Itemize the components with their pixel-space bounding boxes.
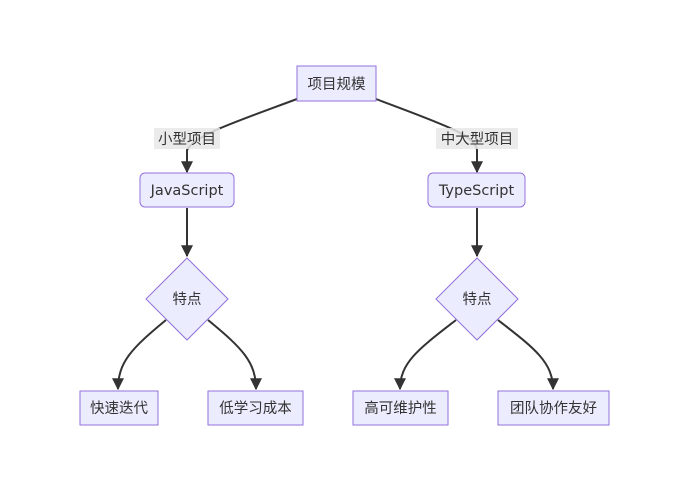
node-project-scale[interactable]: 项目规模	[296, 65, 377, 102]
edge-decision-2-to-trait-4	[497, 319, 559, 391]
node-rapid-iteration-label: 快速迭代	[90, 400, 148, 417]
node-team-collaboration-friendly-label: 团队协作友好	[510, 400, 597, 417]
node-javascript[interactable]: JavaScript	[139, 172, 235, 208]
node-rapid-iteration[interactable]: 快速迭代	[79, 390, 159, 426]
node-low-learning-cost-label: 低学习成本	[219, 400, 292, 417]
node-low-learning-cost[interactable]: 低学习成本	[207, 390, 304, 426]
edge-label-small-projects-text: 小型项目	[158, 131, 216, 148]
decision-javascript-features-label: 特点	[173, 291, 202, 308]
node-typescript[interactable]: TypeScript	[427, 172, 526, 208]
edge-decision-1-to-trait-1	[112, 319, 167, 391]
decision-javascript-features[interactable]: 特点	[145, 257, 229, 341]
edge-label-large-projects: 中大型项目	[436, 128, 518, 149]
node-high-maintainability[interactable]: 高可维护性	[352, 390, 449, 426]
node-javascript-label: JavaScript	[150, 183, 224, 199]
edge-decision-1-to-trait-2	[207, 319, 262, 391]
edge-label-small-projects: 小型项目	[154, 128, 220, 149]
node-high-maintainability-label: 高可维护性	[364, 400, 437, 417]
decision-typescript-features[interactable]: 特点	[435, 257, 519, 341]
node-project-scale-label: 项目规模	[308, 76, 366, 93]
decision-typescript-features-label: 特点	[463, 291, 492, 308]
node-typescript-label: TypeScript	[438, 183, 515, 199]
node-team-collaboration-friendly[interactable]: 团队协作友好	[497, 390, 610, 426]
edge-decision-2-to-trait-3	[394, 319, 457, 391]
edge-label-large-projects-text: 中大型项目	[441, 131, 514, 148]
